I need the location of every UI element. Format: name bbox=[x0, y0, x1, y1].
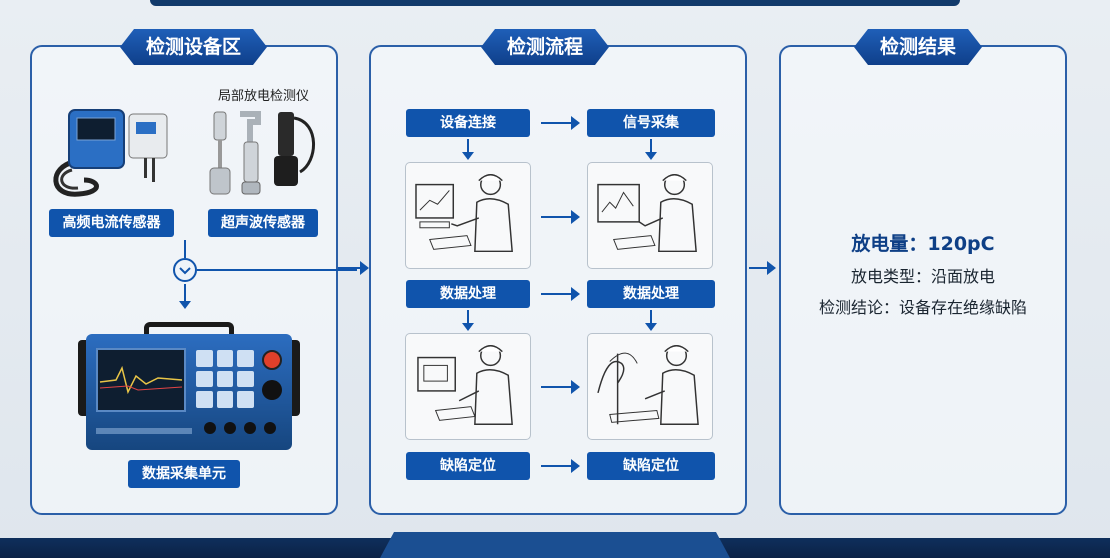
step-data-processing-b: 数据处理 bbox=[587, 280, 715, 308]
hf-sensor-image bbox=[44, 102, 179, 202]
bottom-notch bbox=[380, 532, 730, 558]
step-defect-location-b: 缺陷定位 bbox=[587, 452, 715, 480]
ultrasonic-sensor-label: 超声波传感器 bbox=[208, 209, 318, 237]
daq-screen bbox=[96, 348, 186, 412]
step-signal-acquisition: 信号采集 bbox=[587, 109, 715, 137]
arrow-down-2a bbox=[462, 310, 474, 331]
bottom-decor-bar bbox=[0, 532, 1110, 558]
daq-unit-image bbox=[78, 322, 300, 452]
daq-label: 数据采集单元 bbox=[128, 460, 240, 488]
results-panel-title: 检测结果 bbox=[854, 29, 982, 65]
equipment-panel-title: 检测设备区 bbox=[120, 29, 267, 65]
horizontal-connector bbox=[197, 269, 357, 271]
vertical-connector bbox=[184, 240, 186, 258]
daq-emergency-button bbox=[262, 350, 282, 370]
discharge-type: 放电类型：沿面放电 bbox=[850, 267, 995, 286]
daq-body bbox=[86, 334, 292, 450]
scene-connect bbox=[405, 162, 531, 269]
chevron-down-circle-icon bbox=[173, 258, 197, 282]
step-defect-location-a: 缺陷定位 bbox=[406, 452, 530, 480]
daq-keypad bbox=[196, 350, 254, 408]
daq-connectors bbox=[204, 422, 284, 436]
scene-processing bbox=[405, 333, 531, 440]
process-panel: 检测流程 设备连接 信号采集 数据处理 数据处理 bbox=[369, 45, 747, 515]
daq-knob bbox=[262, 380, 282, 400]
daq-top-handle bbox=[144, 322, 234, 336]
arrow-equipment-to-process bbox=[338, 261, 369, 275]
hf-sensor-label: 高频电流传感器 bbox=[49, 209, 174, 237]
process-panel-title: 检测流程 bbox=[481, 29, 609, 65]
step-data-processing-a: 数据处理 bbox=[406, 280, 530, 308]
arrow-row5 bbox=[541, 459, 580, 473]
daq-footer-strip bbox=[96, 428, 192, 434]
pd-caption: 局部放电检测仪 bbox=[218, 89, 310, 104]
discharge-amount: 放电量：120pC bbox=[851, 233, 995, 255]
arrow-down-1b bbox=[645, 139, 657, 160]
arrow-row4 bbox=[541, 380, 580, 394]
equipment-panel: 检测设备区 局部放电检测仪 高频电流传感器 超声波传感器 bbox=[30, 45, 357, 515]
step-device-connect: 设备连接 bbox=[406, 109, 530, 137]
ultrasonic-sensor-image bbox=[200, 102, 325, 202]
scene-signal bbox=[587, 162, 713, 269]
scene-locating bbox=[587, 333, 713, 440]
arrow-row3 bbox=[541, 287, 580, 301]
detection-conclusion: 检测结论：设备存在绝缘缺陷 bbox=[818, 298, 1027, 317]
top-decor-bar bbox=[150, 0, 960, 6]
arrow-down-2b bbox=[645, 310, 657, 331]
arrow-process-to-results bbox=[749, 261, 776, 275]
arrow-row2 bbox=[541, 210, 580, 224]
results-panel: 检测结果 放电量：120pC 放电类型：沿面放电 检测结论：设备存在绝缘缺陷 bbox=[779, 45, 1067, 515]
arrow-row1 bbox=[541, 116, 580, 130]
arrow-down-1a bbox=[462, 139, 474, 160]
down-arrow bbox=[179, 284, 191, 309]
